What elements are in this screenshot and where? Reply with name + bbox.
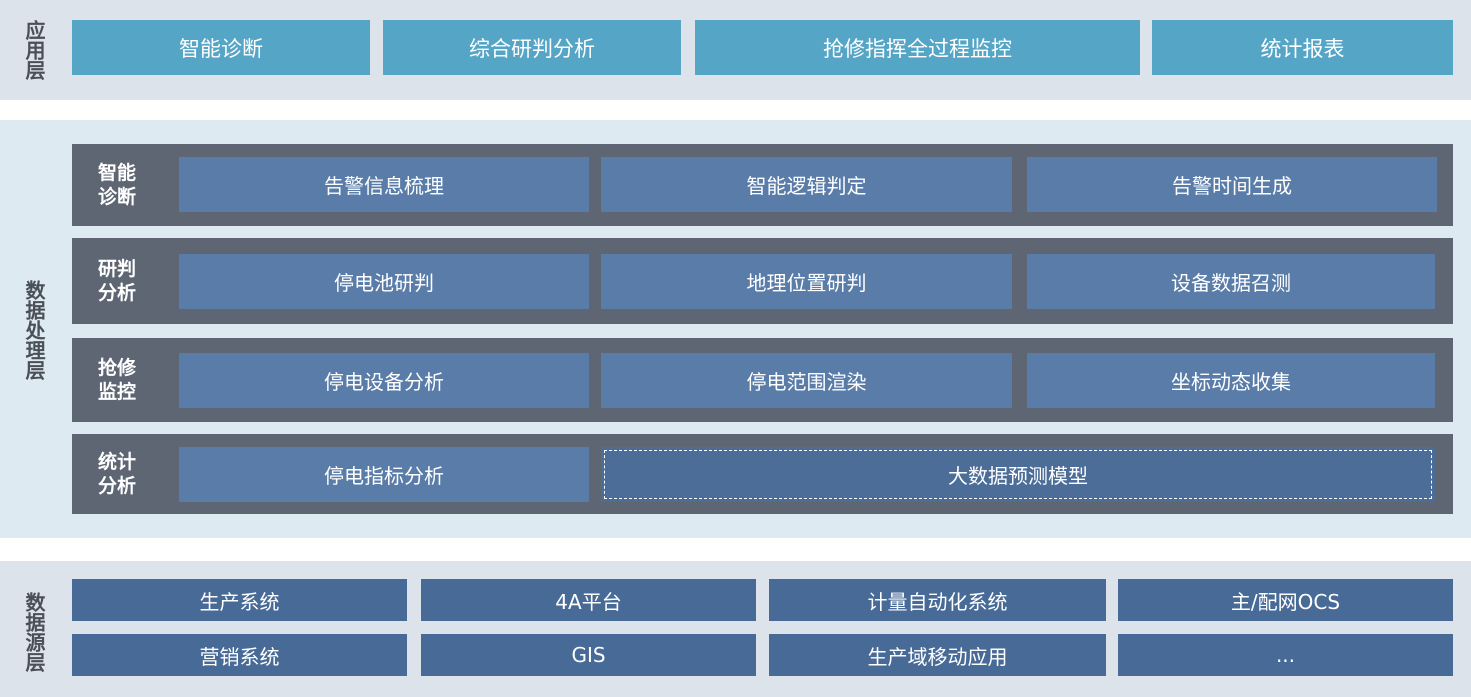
- processing-cell: 坐标动态收集: [1027, 353, 1435, 408]
- processing-cell: 停电范围渲染: [601, 353, 1012, 408]
- source-layer-label: 数据源层: [22, 592, 46, 672]
- processing-row-repair: 抢修 监控 停电设备分析 停电范围渲染 坐标动态收集: [72, 338, 1453, 422]
- processing-cell: 停电池研判: [179, 254, 589, 309]
- row-label: 统计 分析: [97, 451, 136, 497]
- source-item: 生产系统: [72, 579, 407, 621]
- source-item: 4A平台: [421, 579, 756, 621]
- application-layer-label: 应用层: [22, 20, 46, 80]
- processing-layer-band: 数据处理层 智能 诊断 告警信息梳理 智能逻辑判定 告警时间生成 研判 分析 停…: [0, 120, 1471, 538]
- app-item-intelligent-diagnosis: 智能诊断: [72, 20, 370, 75]
- big-data-model-cell: 大数据预测模型: [601, 447, 1435, 502]
- processing-layer-label: 数据处理层: [22, 280, 46, 380]
- row-label: 智能 诊断: [97, 162, 136, 208]
- processing-cell: 告警信息梳理: [179, 157, 589, 212]
- processing-cell: 停电指标分析: [179, 447, 589, 502]
- source-item: 计量自动化系统: [769, 579, 1106, 621]
- application-layer-band: 应用层 智能诊断 综合研判分析 抢修指挥全过程监控 统计报表: [0, 0, 1471, 100]
- source-item: 主/配网OCS: [1118, 579, 1453, 621]
- row-label: 抢修 监控: [97, 357, 136, 403]
- processing-row-analysis: 研判 分析 停电池研判 地理位置研判 设备数据召测: [72, 238, 1453, 324]
- processing-cell: 地理位置研判: [601, 254, 1012, 309]
- source-item: 生产域移动应用: [769, 634, 1106, 676]
- source-item: 营销系统: [72, 634, 407, 676]
- app-item-statistics-report: 统计报表: [1152, 20, 1453, 75]
- processing-cell: 设备数据召测: [1027, 254, 1435, 309]
- app-item-comprehensive-analysis: 综合研判分析: [383, 20, 681, 75]
- app-item-repair-monitoring: 抢修指挥全过程监控: [695, 20, 1140, 75]
- source-item: GIS: [421, 634, 756, 676]
- source-layer-band: 数据源层 生产系统 4A平台 计量自动化系统 主/配网OCS 营销系统 GIS …: [0, 561, 1471, 697]
- processing-cell: 停电设备分析: [179, 353, 589, 408]
- processing-row-diagnosis: 智能 诊断 告警信息梳理 智能逻辑判定 告警时间生成: [72, 144, 1453, 226]
- processing-row-statistics: 统计 分析 停电指标分析 大数据预测模型: [72, 434, 1453, 514]
- processing-cell: 智能逻辑判定: [601, 157, 1012, 212]
- source-item-ellipsis: ...: [1118, 634, 1453, 676]
- processing-cell: 告警时间生成: [1027, 157, 1437, 212]
- row-label: 研判 分析: [97, 258, 136, 304]
